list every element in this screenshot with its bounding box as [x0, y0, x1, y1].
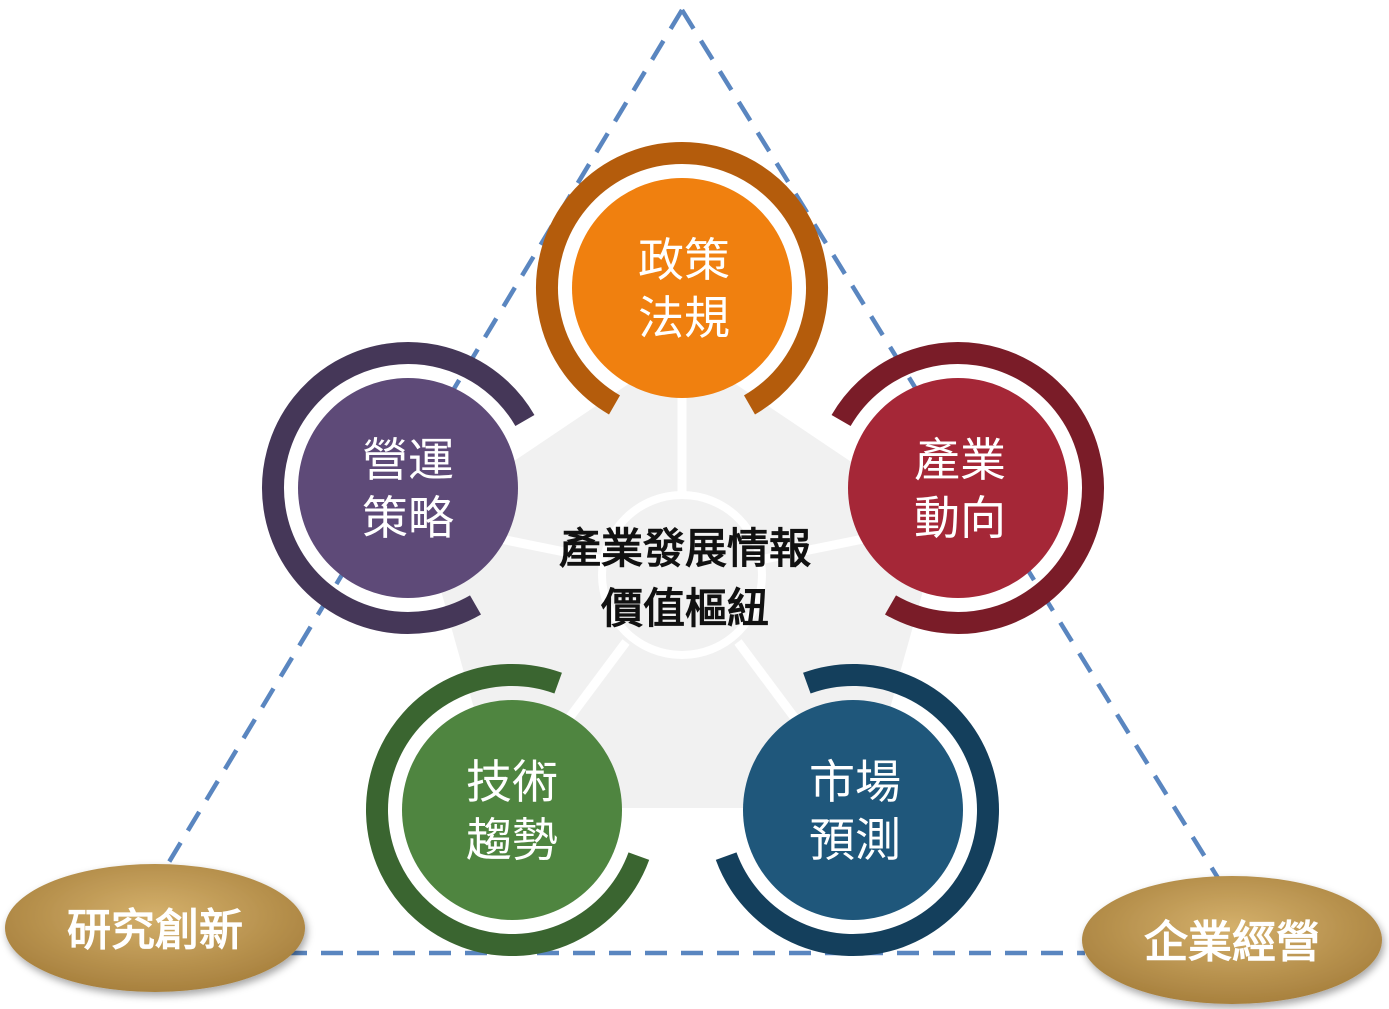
corner-business-label: 企業經營: [1144, 917, 1320, 968]
node-tech-label-line2: 趨勢: [466, 813, 558, 867]
node-tech-ring: [366, 664, 650, 956]
node-industry-circle: [848, 378, 1068, 598]
corner-business: [1082, 876, 1382, 1004]
node-strategy-ring: [262, 342, 535, 634]
node-tech-label-line1: 技術: [466, 755, 558, 809]
node-industry-label-line1: 產業: [914, 433, 1006, 487]
node-market-label-line2: 預測: [809, 813, 901, 867]
node-strategy-label-line1: 營運: [362, 433, 454, 487]
node-policy-ring: [536, 142, 828, 415]
node-market-label-line1: 市場: [809, 755, 901, 809]
center-title-line1: 產業發展情報: [559, 524, 811, 573]
corner-research: [5, 864, 305, 992]
center-title-line2: 價值樞紐: [600, 584, 769, 633]
node-policy-label-line1: 政策: [638, 233, 730, 287]
node-industry-ring: [831, 342, 1104, 634]
node-industry-label-line2: 動向: [914, 491, 1006, 545]
corner-research-label: 研究創新: [67, 905, 243, 956]
node-policy-label-line2: 法規: [638, 291, 730, 345]
node-strategy-circle: [298, 378, 518, 598]
node-market-ring: [715, 664, 999, 956]
node-policy-circle: [572, 178, 792, 398]
node-strategy-label-line2: 策略: [362, 491, 454, 545]
node-tech-circle: [402, 700, 622, 920]
node-market-circle: [743, 700, 963, 920]
